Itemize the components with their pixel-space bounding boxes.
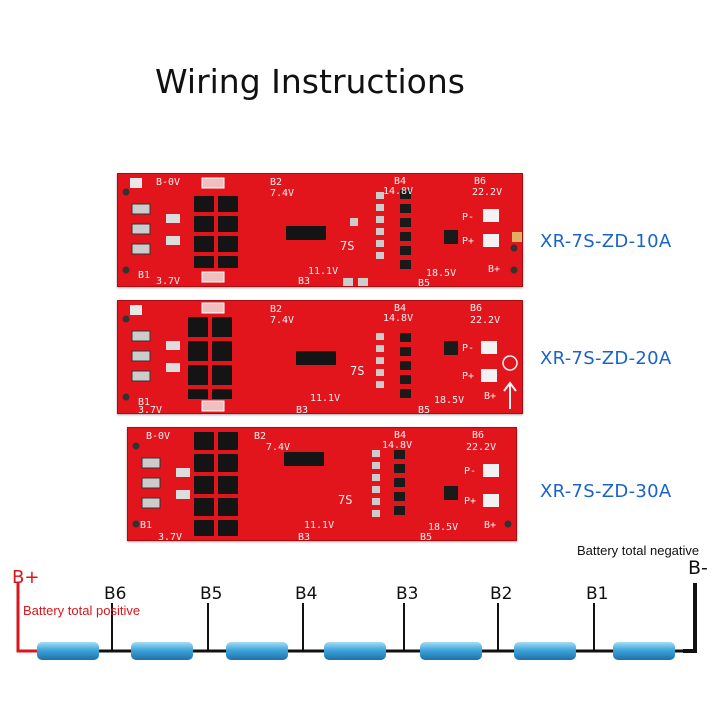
- silk-bplus: B+: [484, 391, 496, 402]
- board-graphic: B-0V B1 3.7V B2 7.4V B3 11.1V B4 14.8V B…: [132, 430, 512, 540]
- silk-b5: B5: [420, 532, 432, 540]
- silk-v5: 18.5V: [426, 268, 456, 279]
- silk-b5: B5: [418, 405, 430, 413]
- bplus-label: B+: [12, 567, 40, 588]
- silk-v4: 14.8V: [383, 186, 413, 197]
- silk-v3: 11.1V: [308, 266, 338, 277]
- silk-v3: 11.1V: [310, 393, 340, 404]
- silk-pplus: P+: [464, 496, 476, 507]
- silk-b0v: B-0V: [146, 431, 170, 442]
- board-graphic: B1 3.7V B2 7.4V B3 11.1V B4 14.8V B5 18.…: [122, 302, 518, 413]
- silk-bplus: B+: [488, 264, 500, 275]
- silk-v1: 3.7V: [158, 532, 182, 540]
- silk-b1: B1: [138, 397, 150, 408]
- silk-b0v: B-0V: [156, 177, 180, 188]
- silk-v5: 18.5V: [434, 395, 464, 406]
- silk-v6: 22.2V: [466, 442, 496, 453]
- silk-b4: B4: [394, 430, 406, 441]
- silk-v2: 7.4V: [266, 442, 290, 453]
- tap-wires: [111, 603, 595, 651]
- model-label-30a: XR-7S-ZD-30A: [540, 481, 672, 502]
- tap-label-b2: B2: [490, 584, 513, 604]
- bms-board-20a: B1 3.7V B2 7.4V B3 11.1V B4 14.8V B5 18.…: [117, 300, 523, 414]
- silk-b4: B4: [394, 176, 406, 187]
- silk-b6: B6: [470, 303, 482, 314]
- tap-label-b1: B1: [586, 584, 609, 604]
- silk-7s: 7S: [340, 239, 354, 253]
- model-label-20a: XR-7S-ZD-20A: [540, 348, 672, 369]
- silk-b1: B1: [138, 270, 150, 281]
- battery-cells: [37, 642, 675, 660]
- silk-v5: 18.5V: [428, 522, 458, 533]
- silk-v4: 14.8V: [383, 313, 413, 324]
- silk-v6: 22.2V: [470, 315, 500, 326]
- silk-b4: B4: [394, 303, 406, 314]
- silk-pminus: P-: [462, 343, 474, 354]
- silk-pplus: P+: [462, 371, 474, 382]
- silk-b5: B5: [418, 278, 430, 286]
- silk-b2: B2: [254, 431, 266, 442]
- silk-b2: B2: [270, 304, 282, 315]
- bminus-label: B-: [688, 557, 708, 579]
- silk-v3: 11.1V: [304, 520, 334, 531]
- silk-b6: B6: [474, 176, 486, 187]
- silk-pplus: P+: [462, 236, 474, 247]
- silk-pminus: P-: [464, 466, 476, 477]
- silk-b1: B1: [140, 520, 152, 531]
- battery-cell: [226, 642, 288, 660]
- tap-label-b3: B3: [396, 584, 419, 604]
- battery-cell: [613, 642, 675, 660]
- page-title: Wiring Instructions: [155, 62, 465, 101]
- silk-b3: B3: [296, 405, 308, 413]
- battery-cell: [131, 642, 193, 660]
- silk-7s: 7S: [338, 493, 352, 507]
- bms-board-10a: B-0V B1 3.7V B2 7.4V B3 11.1V B4 14.8V B…: [117, 173, 523, 287]
- silk-v1: 3.7V: [156, 276, 180, 286]
- bminus-note: Battery total negative: [577, 543, 700, 558]
- silk-bplus: B+: [484, 520, 496, 531]
- silk-b3: B3: [298, 276, 310, 286]
- battery-cell: [324, 642, 386, 660]
- silk-pminus: P-: [462, 212, 474, 223]
- silk-v6: 22.2V: [472, 187, 502, 198]
- wiring-diagram: [16, 583, 697, 660]
- silk-b6: B6: [472, 430, 484, 441]
- silk-v2: 7.4V: [270, 315, 294, 326]
- tap-label-b4: B4: [295, 584, 318, 604]
- battery-cell: [37, 642, 99, 660]
- silk-v4: 14.8V: [382, 440, 412, 451]
- board-graphic: B-0V B1 3.7V B2 7.4V B3 11.1V B4 14.8V B…: [122, 176, 522, 286]
- battery-cell: [420, 642, 482, 660]
- tap-label-b5: B5: [200, 584, 223, 604]
- silk-v2: 7.4V: [270, 188, 294, 199]
- bms-board-30a: B-0V B1 3.7V B2 7.4V B3 11.1V B4 14.8V B…: [127, 427, 517, 541]
- silk-v1: 3.7V: [138, 405, 162, 413]
- silk-b3: B3: [298, 532, 310, 540]
- silk-7s: 7S: [350, 364, 364, 378]
- battery-cell: [514, 642, 576, 660]
- tap-label-b6: B6: [104, 584, 127, 604]
- bplus-note: Battery total positive: [23, 603, 141, 618]
- model-label-10a: XR-7S-ZD-10A: [540, 231, 672, 252]
- silk-b2: B2: [270, 177, 282, 188]
